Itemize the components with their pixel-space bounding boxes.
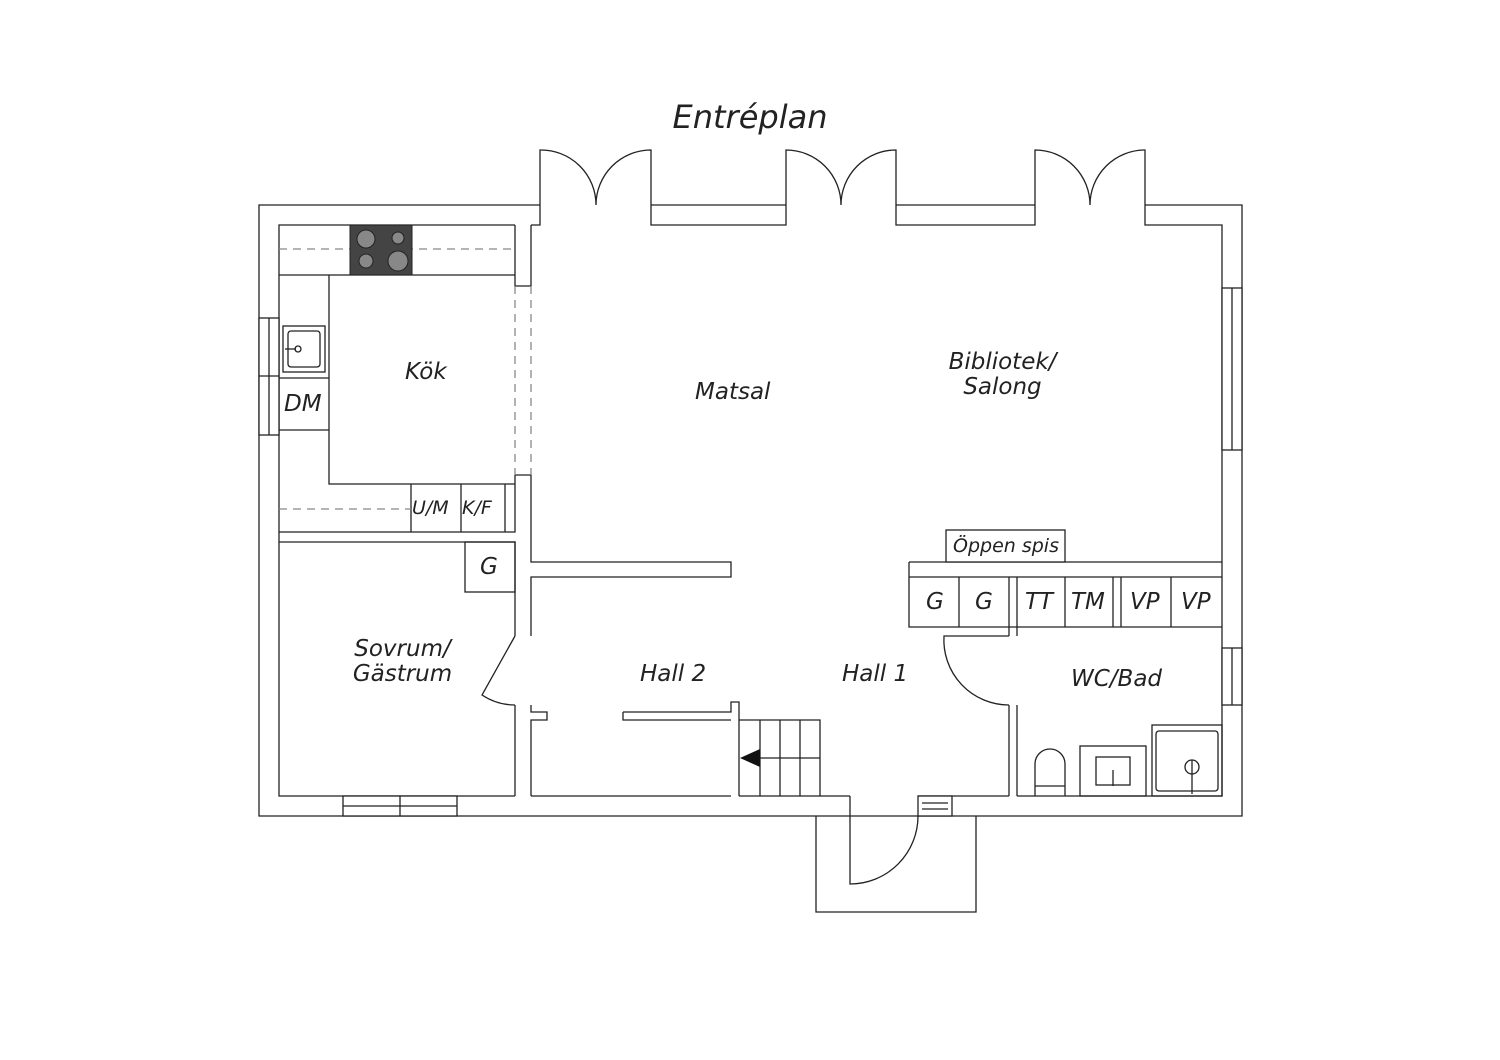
room-label-library: Bibliotek/ Salong [940, 349, 1065, 401]
bedroom-wardrobe-label: G [480, 554, 498, 580]
window-bath [1221, 647, 1243, 706]
fireplace [945, 529, 1066, 563]
library-line2: Salong [963, 374, 1042, 401]
room-label-dining: Matsal [695, 379, 771, 405]
room-label-hall1: Hall 1 [842, 661, 909, 687]
room-label-bath: WC/Bad [1071, 666, 1163, 692]
shower-icon [1151, 724, 1223, 797]
window-bedroom [342, 795, 458, 817]
vent-entrance [917, 795, 953, 817]
entrance-porch [815, 816, 977, 913]
bath-sink-icon [1079, 745, 1147, 797]
oven-micro-label: U/M [412, 497, 449, 519]
bedroom-line2: Gästrum [352, 661, 453, 688]
bath-door [943, 635, 1010, 706]
wall-hall2 [514, 701, 740, 796]
outer-wall [258, 204, 1243, 817]
bedroom-wardrobe [464, 541, 516, 593]
closet-g2-label: G [975, 589, 993, 615]
stair-arrow-icon [740, 749, 760, 767]
bedroom-line1: Sovrum/ [354, 636, 451, 662]
inner-wall-line [278, 205, 1223, 797]
library-line1: Bibliotek/ [948, 349, 1057, 375]
fireplace-label: Öppen spis [953, 535, 1059, 557]
window-kitchen [258, 317, 280, 436]
room-label-hall2: Hall 2 [640, 661, 707, 687]
room-label-kitchen: Kök [405, 359, 447, 385]
staircase [739, 719, 821, 796]
wall-kitchen-dining [279, 225, 732, 636]
floor-title: Entréplan [672, 98, 828, 136]
entrance-door [849, 796, 919, 885]
kitchen-counter [279, 274, 515, 532]
window-library [1221, 287, 1243, 451]
room-label-bedroom: Sovrum/ Gästrum [340, 636, 465, 688]
french-door-1 [539, 149, 652, 206]
heat-pump-1-label: VP [1130, 589, 1160, 615]
stove-icon [349, 224, 413, 276]
bedroom-door [481, 635, 516, 706]
french-door-3 [1034, 149, 1146, 206]
dishwasher-label: DM [284, 391, 322, 417]
closet-dividers [958, 577, 1172, 796]
toilet-icon [1034, 748, 1066, 796]
french-door-2 [785, 149, 897, 206]
kitchen-sink-icon [282, 325, 326, 373]
washer-label: TM [1071, 589, 1105, 615]
closet-g1-label: G [926, 589, 944, 615]
dryer-label: TT [1025, 589, 1054, 615]
kitchen-opening [514, 286, 532, 475]
fridge-freezer-label: K/F [462, 497, 492, 519]
heat-pump-2-label: VP [1181, 589, 1211, 615]
